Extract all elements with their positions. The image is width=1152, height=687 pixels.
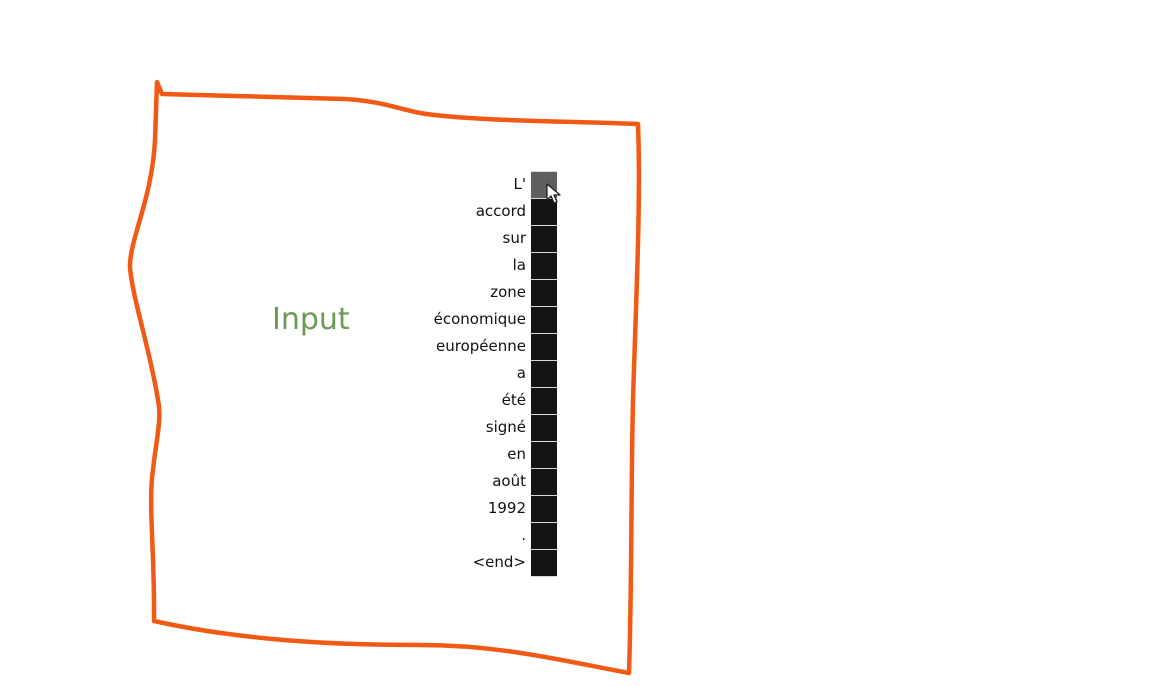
attention-cell[interactable] xyxy=(531,442,557,468)
token-label: . xyxy=(521,526,526,544)
attention-cell[interactable] xyxy=(531,226,557,252)
token-label: accord xyxy=(475,202,526,220)
attention-cell[interactable] xyxy=(531,253,557,279)
token-label: la xyxy=(512,256,526,274)
token-label: a xyxy=(516,364,526,382)
attention-cell[interactable] xyxy=(531,307,557,333)
token-label: européenne xyxy=(436,337,526,355)
token-label: zone xyxy=(490,283,526,301)
token-label: 1992 xyxy=(487,499,526,517)
token-label: été xyxy=(501,391,526,409)
token-label: en xyxy=(507,445,526,463)
attention-cell[interactable] xyxy=(531,469,557,495)
token-label: L' xyxy=(513,175,526,193)
attention-cell[interactable] xyxy=(531,523,557,549)
attention-cell[interactable] xyxy=(531,415,557,441)
attention-column xyxy=(531,171,557,577)
token-list: L' accord sur la zone économique européenne a ét… xyxy=(400,172,528,577)
attention-cell[interactable] xyxy=(531,550,557,576)
token-label: <end> xyxy=(472,553,526,571)
token-label: sur xyxy=(502,229,527,247)
attention-cell[interactable] xyxy=(531,388,557,414)
attention-cell[interactable] xyxy=(531,199,557,225)
attention-cell[interactable] xyxy=(531,334,557,360)
frame-outline xyxy=(127,79,642,676)
token-label: signé xyxy=(485,418,526,436)
input-label: Input xyxy=(272,302,350,337)
attention-cell[interactable] xyxy=(531,496,557,522)
token-label: août xyxy=(492,472,526,490)
token-label: économique xyxy=(433,310,526,328)
attention-cell[interactable] xyxy=(531,361,557,387)
mouse-pointer-icon xyxy=(546,183,561,204)
attention-cell[interactable] xyxy=(531,280,557,306)
